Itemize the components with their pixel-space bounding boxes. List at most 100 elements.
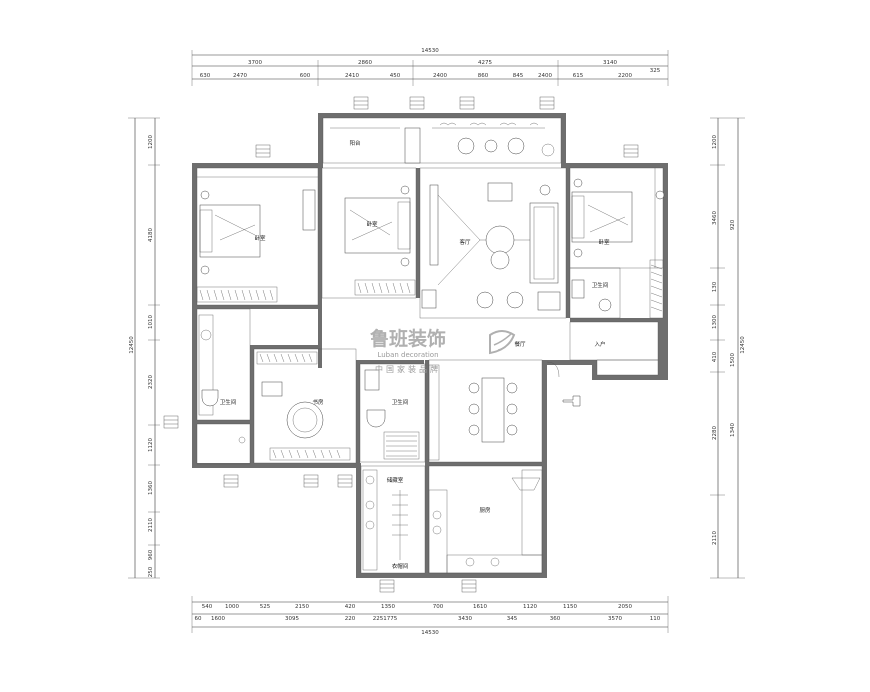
sink-icon xyxy=(598,298,612,312)
dim-bot1-4: 2150 xyxy=(295,604,309,610)
balcony-chair-1 xyxy=(457,137,475,155)
dim-top-row2: 630 2470 600 2410 450 2400 860 845 2400 … xyxy=(200,73,633,79)
dim-top-2: 2860 xyxy=(358,60,372,66)
sink-icon xyxy=(490,557,500,567)
room-label-bath-left: 卫生间 xyxy=(220,398,237,406)
dim-bot2-3: 3095 xyxy=(285,616,299,622)
bedroom-main: 卧室 xyxy=(196,167,319,306)
dining-chair xyxy=(506,382,518,394)
walls xyxy=(192,113,668,578)
dim-bot1-3: 525 xyxy=(260,604,271,610)
sink-icon xyxy=(465,557,475,567)
kitchen: 厨房 xyxy=(428,465,543,574)
cloak-rack xyxy=(649,259,664,319)
sink-icon xyxy=(200,329,212,341)
double-bed xyxy=(571,191,633,243)
dim-top2-4: 2410 xyxy=(345,73,359,79)
room-label-bedroom-main: 卧室 xyxy=(254,234,266,242)
dining: 餐厅 xyxy=(428,340,543,463)
right-dimensions: 12450 1200 3460 130 1300 410 2280 2110 9… xyxy=(710,117,746,579)
room-label-bedroom-second: 卧室 xyxy=(366,220,378,228)
dim-right-extra-1: 920 xyxy=(730,219,736,230)
logo-name-en: Luban decoration xyxy=(377,351,438,359)
dim-top2-5: 450 xyxy=(390,73,401,79)
logo-name-cn: 鲁班装饰 xyxy=(369,327,446,350)
dim-bot2-4: 220 xyxy=(345,616,356,622)
bath-left: 卫生间 xyxy=(196,308,251,465)
drain-icon xyxy=(238,436,246,444)
study: 书房 xyxy=(253,348,357,464)
balcony-chair-2 xyxy=(507,137,525,155)
stove-icon xyxy=(432,510,442,520)
armchair xyxy=(487,182,513,202)
side-table xyxy=(490,250,510,270)
tv-cabinet xyxy=(429,184,439,266)
dim-top2-8: 845 xyxy=(513,73,524,79)
dim-left-1: 1200 xyxy=(148,135,154,149)
dim-bottom-overall: 14530 xyxy=(421,630,439,636)
top-dimensions: 14530 3700 2860 4275 3140 325 630 2470 6… xyxy=(191,48,669,86)
room-label-bath-mid: 卫生间 xyxy=(392,398,409,406)
dim-bot1-6: 1350 xyxy=(381,604,395,610)
desk xyxy=(261,381,283,397)
plant-row xyxy=(439,122,539,126)
dim-top2-3: 600 xyxy=(300,73,311,79)
dim-top2-6: 2400 xyxy=(433,73,447,79)
lamp-icon xyxy=(655,190,665,200)
dim-right-6: 2280 xyxy=(712,426,718,440)
vanity xyxy=(198,314,214,416)
counter-right xyxy=(521,469,543,556)
dim-right-total: 12450 xyxy=(740,336,746,354)
dim-bot2-10: 110 xyxy=(650,616,661,622)
dim-top2-7: 860 xyxy=(478,73,489,79)
dim-bot1-10: 1150 xyxy=(563,604,577,610)
dim-top2-2: 2470 xyxy=(233,73,247,79)
dim-bot1-1: 540 xyxy=(202,604,213,610)
entry: 入户 xyxy=(546,321,659,407)
dim-bot1-7: 700 xyxy=(433,604,444,610)
dim-bot1-2: 1000 xyxy=(225,604,239,610)
room-label-dining: 餐厅 xyxy=(514,340,526,348)
dim-left-9: 250 xyxy=(148,566,154,577)
room-label-balcony: 阳台 xyxy=(349,139,361,147)
shelf xyxy=(362,469,378,571)
bedroom-right: 卧室 xyxy=(569,167,665,269)
dining-chair xyxy=(468,424,480,436)
dim-right-5: 410 xyxy=(712,351,718,362)
dim-bot2-7: 345 xyxy=(507,616,518,622)
sideboard xyxy=(428,364,440,461)
dim-bot2-1: 60 xyxy=(195,616,202,622)
dim-bot1-5: 420 xyxy=(345,604,356,610)
dim-bot2-8: 360 xyxy=(550,616,561,622)
shower-tray xyxy=(383,431,420,460)
dim-top-4: 3140 xyxy=(603,60,617,66)
plant-icon xyxy=(539,184,551,196)
washer-icon xyxy=(365,475,375,485)
balcony-table xyxy=(484,139,498,153)
dim-right-3: 130 xyxy=(712,281,718,292)
bookshelf xyxy=(256,351,318,365)
nightstand-lamp-icon xyxy=(573,178,583,188)
dim-bot1-8: 1610 xyxy=(473,604,487,610)
bedroom-second: 卧室 xyxy=(321,167,417,299)
bath-right: 卫生间 xyxy=(569,259,664,319)
dining-chair xyxy=(506,403,518,415)
dim-top-3: 4275 xyxy=(478,60,492,66)
dim-top2-1: 630 xyxy=(200,73,211,79)
cabinet xyxy=(269,447,351,461)
room-label-bedroom-right: 卧室 xyxy=(598,238,610,246)
tv-cabinet xyxy=(302,189,316,231)
nightstand-lamp-icon xyxy=(400,257,410,267)
room-label-cloak: 衣帽间 xyxy=(392,562,409,570)
dim-top-overall: 14530 xyxy=(421,48,439,54)
toilet-icon xyxy=(366,409,386,428)
dim-top2-9: 2400 xyxy=(538,73,552,79)
toilet-icon xyxy=(201,389,219,407)
dim-left-6: 1360 xyxy=(148,481,154,495)
dim-left-5: 1120 xyxy=(148,438,154,452)
dim-bot1-11: 2050 xyxy=(618,604,632,610)
counter-bottom xyxy=(446,554,543,574)
double-bed xyxy=(199,204,261,258)
dim-left-7: 2110 xyxy=(148,518,154,532)
